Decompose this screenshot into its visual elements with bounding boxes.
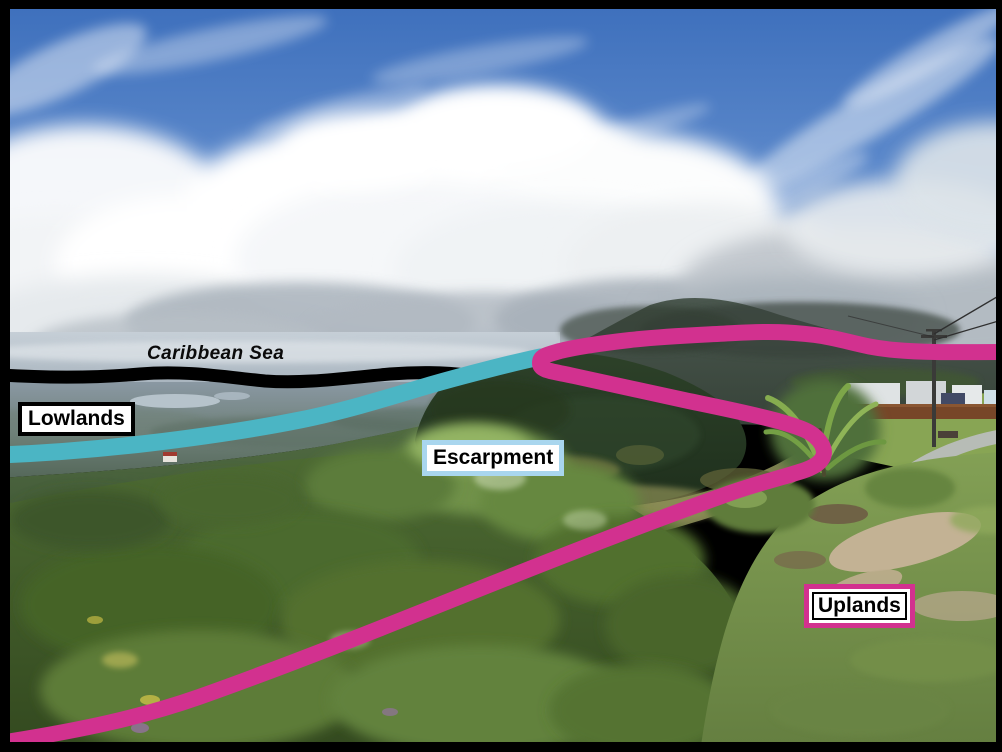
parked-vehicle <box>941 393 965 404</box>
power-line <box>933 293 1002 335</box>
escarpment-boundary-line <box>0 348 549 464</box>
dirt-patch <box>829 512 981 572</box>
caribbean-sea-label: Caribbean Sea <box>147 343 285 364</box>
mud-spot <box>808 504 868 524</box>
utility-pole <box>932 329 936 447</box>
escarpment-label: Escarpment <box>422 440 565 477</box>
fence <box>846 404 1002 419</box>
uplands-label: Uplands <box>804 584 915 629</box>
wildflowers <box>131 723 149 733</box>
distant-house <box>163 455 177 462</box>
uplands-label-text: Uplands <box>812 592 907 621</box>
lowlands-label: Lowlands <box>18 402 135 437</box>
house <box>906 381 946 405</box>
power-line <box>847 315 935 338</box>
uplands-boundary-line <box>4 323 1002 749</box>
lake <box>130 394 220 408</box>
power-line <box>933 319 1002 341</box>
sea-haze-band <box>0 341 530 363</box>
lowlands-boundary-line <box>0 366 467 389</box>
roadside-bench <box>938 431 958 438</box>
